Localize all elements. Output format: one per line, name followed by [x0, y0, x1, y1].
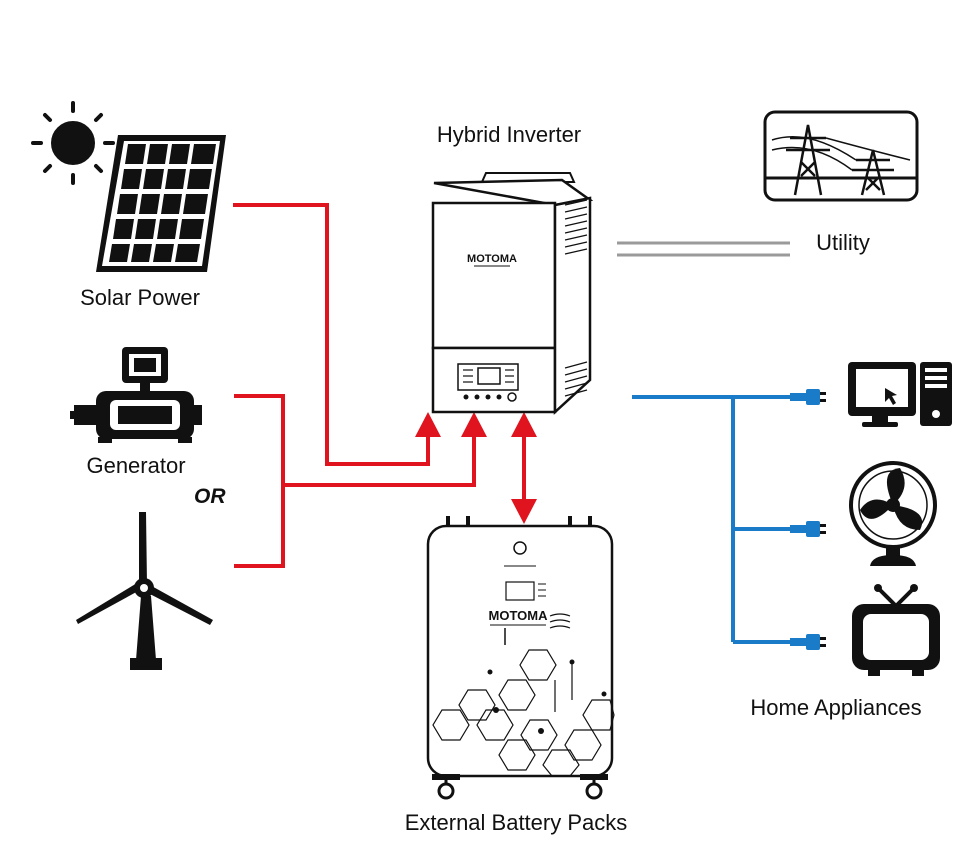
hybrid-inverter-icon: [431, 172, 594, 415]
computer-icon: [848, 362, 952, 427]
input-lines: [233, 203, 526, 568]
sun-icon: [31, 101, 115, 185]
battery-pack-icon: [426, 516, 615, 800]
external-battery-packs-label: External Battery Packs: [405, 810, 628, 835]
generator-arrow-head: [461, 412, 487, 437]
or-label: OR: [194, 485, 226, 508]
utility-label: Utility: [816, 230, 870, 255]
hybrid-inverter-label: Hybrid Inverter: [437, 122, 581, 147]
battery-up-arrow-head: [511, 412, 537, 437]
plug-icon: [790, 634, 826, 650]
inverter-brand-label: MOTOMA: [467, 253, 517, 265]
solar-line: [233, 203, 430, 466]
power-pylon-icon: [763, 110, 919, 202]
wind-turbine-icon: [76, 512, 213, 670]
battery-brand-label: MOTOMA: [489, 608, 549, 623]
plug-icon: [790, 521, 826, 537]
merge-line: [283, 435, 476, 487]
plug-icon: [790, 389, 826, 405]
solar-power-label: Solar Power: [80, 285, 200, 310]
generator-icon: [70, 347, 202, 443]
home-appliances-label: Home Appliances: [750, 695, 921, 720]
tv-icon: [852, 584, 940, 676]
generator-line: [234, 394, 285, 568]
utility-lines: [617, 241, 790, 257]
solar-arrow-head: [415, 412, 441, 437]
output-lines: [632, 395, 790, 644]
fan-icon: [849, 461, 937, 566]
hexagon-pattern: [432, 649, 615, 777]
battery-down-arrow-head: [511, 499, 537, 524]
arrow-heads: [415, 412, 537, 524]
inverter-vent: [564, 199, 588, 397]
generator-label: Generator: [86, 453, 185, 478]
solar-panel-icon: [96, 135, 226, 272]
